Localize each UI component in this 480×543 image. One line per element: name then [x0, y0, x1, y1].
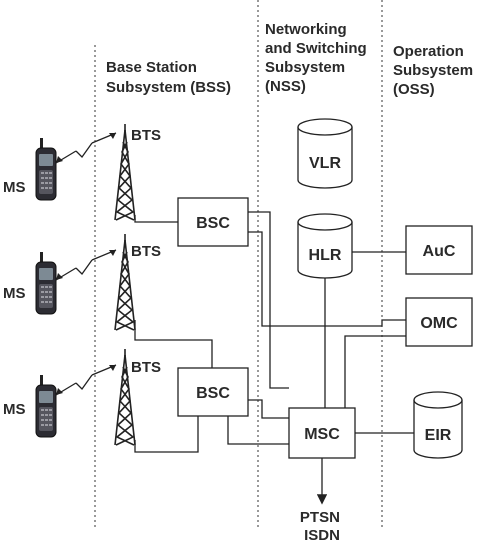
connections: [134, 211, 414, 505]
ms-label-3: MS: [3, 401, 26, 418]
bts-label-1: BTS: [131, 127, 161, 144]
ms-phone-2: [35, 251, 57, 315]
bsc-node-2: BSC: [177, 367, 249, 417]
vlr-label: VLR: [309, 155, 341, 172]
radio-link-3: [55, 364, 117, 396]
vlr-database: VLR: [297, 118, 353, 189]
bss-heading: Base Station Subsystem (BSS): [106, 59, 231, 96]
omc-node: OMC: [405, 297, 473, 347]
hlr-label: HLR: [309, 247, 342, 264]
bsc-label-2: BSC: [196, 385, 230, 402]
bsc-label-1: BSC: [196, 215, 230, 232]
eir-database: EIR: [413, 391, 463, 459]
nss-heading: Networking and Switching Subsystem (NSS): [265, 21, 371, 95]
msc-label: MSC: [304, 426, 340, 443]
radio-link-2: [55, 249, 117, 281]
omc-label: OMC: [420, 315, 458, 332]
auc-node: AuC: [405, 225, 473, 275]
radio-link-1: [55, 132, 117, 164]
ms-label-1: MS: [3, 179, 26, 196]
oss-heading: Operation Subsystem (OSS): [393, 43, 477, 98]
hlr-database: HLR: [297, 213, 353, 279]
eir-label: EIR: [425, 427, 452, 444]
bsc-node-1: BSC: [177, 197, 249, 247]
auc-label: AuC: [423, 243, 456, 260]
msc-node: MSC: [288, 407, 356, 459]
ptsn-isdn-label: PTSN ISDN: [300, 509, 344, 543]
ms-phone-1: [35, 137, 57, 201]
ms-phone-3: [35, 374, 57, 438]
ms-label-2: MS: [3, 285, 26, 302]
bts-label-2: BTS: [131, 243, 161, 260]
bts-label-3: BTS: [131, 359, 161, 376]
